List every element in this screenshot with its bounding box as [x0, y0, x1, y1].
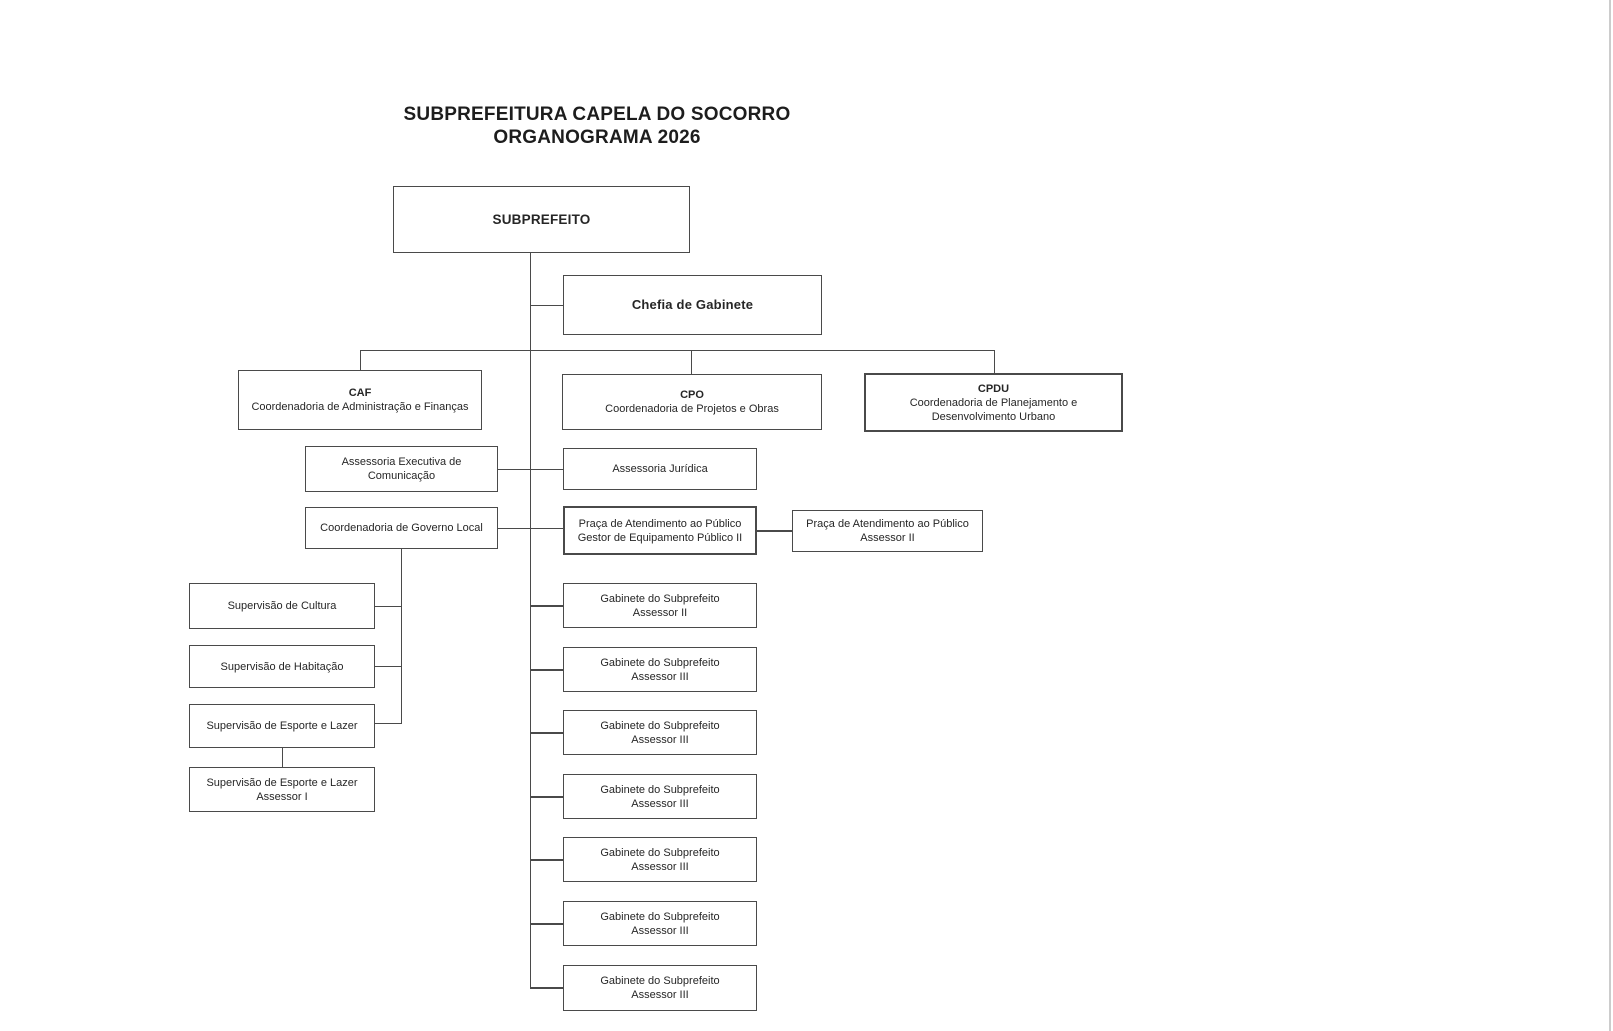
node-label: Coordenadoria de Governo Local: [320, 522, 483, 534]
node-assessoria-executiva-comunicacao: Assessoria Executiva de Comunicação: [305, 446, 498, 492]
node-label: Assessor I: [256, 790, 308, 803]
connector-cultura-stub: [375, 605, 401, 607]
node-label: Assessoria Jurídica: [612, 463, 708, 475]
node-label: Assessor III: [631, 733, 689, 746]
node-label: Assessor III: [631, 670, 689, 683]
node-coordenadoria-governo-local: Coordenadoria de Governo Local: [305, 507, 498, 549]
node-cpo: CPO Coordenadoria de Projetos e Obras: [562, 374, 822, 430]
chart-title: SUBPREFEITURA CAPELA DO SOCORRO ORGANOGR…: [297, 103, 897, 149]
node-label: Comunicação: [367, 470, 436, 482]
node-assessoria-juridica: Assessoria Jurídica: [563, 448, 757, 490]
connector-gab3-stub: [530, 732, 563, 734]
node-gabinete-assessor-ii: Gabinete do Subprefeito Assessor II: [563, 583, 757, 628]
node-label: Desenvolvimento Urbano: [931, 410, 1056, 423]
node-cpdu: CPDU Coordenadoria de Planejamento e Des…: [864, 373, 1123, 432]
connector-gab1-stub: [530, 605, 563, 607]
node-praca-atendimento-assessor-ii: Praça de Atendimento ao Público Assessor…: [792, 510, 983, 552]
node-label: Gabinete do Subprefeito: [600, 592, 720, 605]
chart-title-line2: ORGANOGRAMA 2026: [493, 127, 701, 148]
node-label: Praça de Atendimento ao Público: [578, 517, 742, 530]
connector-governo-down: [400, 549, 402, 724]
node-acronym: CPO: [680, 389, 704, 401]
node-label: Assessoria Executiva de: [341, 456, 462, 468]
connector-gab6-stub: [530, 923, 563, 925]
node-subprefeito: SUBPREFEITO: [393, 186, 690, 253]
node-supervisao-esporte-lazer-assessor-i: Supervisão de Esporte e Lazer Assessor I: [189, 767, 375, 812]
node-label: Coordenadoria de Planejamento e: [909, 396, 1078, 409]
node-label: Supervisão de Cultura: [227, 600, 337, 612]
node-label: Assessor II: [632, 606, 688, 619]
node-label: Gabinete do Subprefeito: [600, 846, 720, 859]
node-label: Gabinete do Subprefeito: [600, 975, 720, 987]
node-gabinete-assessor-iii-1: Gabinete do Subprefeito Assessor III: [563, 647, 757, 692]
node-label: Praça de Atendimento ao Público: [806, 518, 969, 530]
node-label: Assessor III: [631, 924, 689, 937]
node-label: Assessor III: [631, 797, 689, 810]
node-label: Gabinete do Subprefeito: [600, 783, 720, 796]
node-acronym: CPDU: [977, 382, 1010, 395]
connector-caf-drop: [359, 350, 361, 370]
node-label: Assessor III: [631, 860, 689, 873]
node-label: Gabinete do Subprefeito: [600, 910, 720, 923]
node-gabinete-assessor-iii-2: Gabinete do Subprefeito Assessor III: [563, 710, 757, 755]
connector-gab7-stub: [530, 987, 563, 989]
connector-chefia-stub: [530, 304, 563, 306]
connector-gab4-stub: [530, 796, 563, 798]
connector-esporte-assessor-drop: [281, 748, 283, 767]
node-gabinete-assessor-iii-3: Gabinete do Subprefeito Assessor III: [563, 774, 757, 819]
node-label: Assessor II: [860, 532, 915, 544]
node-supervisao-esporte-lazer: Supervisão de Esporte e Lazer: [189, 704, 375, 748]
connector-praca-row: [757, 530, 792, 532]
node-label: Coordenadoria de Projetos e Obras: [605, 403, 779, 415]
connector-trunk: [529, 253, 531, 988]
node-label: Gabinete do Subprefeito: [600, 656, 720, 669]
node-supervisao-cultura: Supervisão de Cultura: [189, 583, 375, 629]
node-label: Chefia de Gabinete: [631, 297, 754, 312]
node-praca-atendimento-gestor: Praça de Atendimento ao Público Gestor d…: [563, 506, 757, 555]
connector-assessoria-row: [498, 468, 563, 470]
connector-cpo-drop: [690, 350, 692, 374]
connector-gab5-stub: [530, 859, 563, 861]
connector-gab2-stub: [530, 669, 563, 671]
page-edge-line: [1609, 0, 1611, 1031]
node-supervisao-habitacao: Supervisão de Habitação: [189, 645, 375, 688]
node-label: Supervisão de Esporte e Lazer: [206, 776, 358, 789]
node-label: Assessor III: [631, 989, 689, 1001]
node-chefia-de-gabinete: Chefia de Gabinete: [563, 275, 822, 335]
node-caf: CAF Coordenadoria de Administração e Fin…: [238, 370, 482, 430]
node-gabinete-assessor-iii-4: Gabinete do Subprefeito Assessor III: [563, 837, 757, 882]
node-acronym: CAF: [348, 387, 372, 399]
connector-branch: [359, 349, 995, 351]
node-gabinete-assessor-iii-6: Gabinete do Subprefeito Assessor III: [563, 965, 757, 1011]
connector-cpdu-drop: [993, 350, 995, 373]
node-label: Gabinete do Subprefeito: [600, 719, 720, 732]
node-gabinete-assessor-iii-5: Gabinete do Subprefeito Assessor III: [563, 901, 757, 946]
connector-habitacao-stub: [375, 665, 401, 667]
node-label: SUBPREFEITO: [492, 211, 591, 227]
connector-governo-row: [498, 527, 563, 529]
chart-title-line1: SUBPREFEITURA CAPELA DO SOCORRO: [403, 104, 791, 125]
connector-esporte-stub: [375, 722, 402, 724]
node-label: Gestor de Equipamento Público II: [577, 531, 743, 544]
node-label: Supervisão de Esporte e Lazer: [206, 720, 358, 732]
node-label: Coordenadoria de Administração e Finança…: [251, 401, 469, 413]
node-label: Supervisão de Habitação: [220, 660, 344, 673]
